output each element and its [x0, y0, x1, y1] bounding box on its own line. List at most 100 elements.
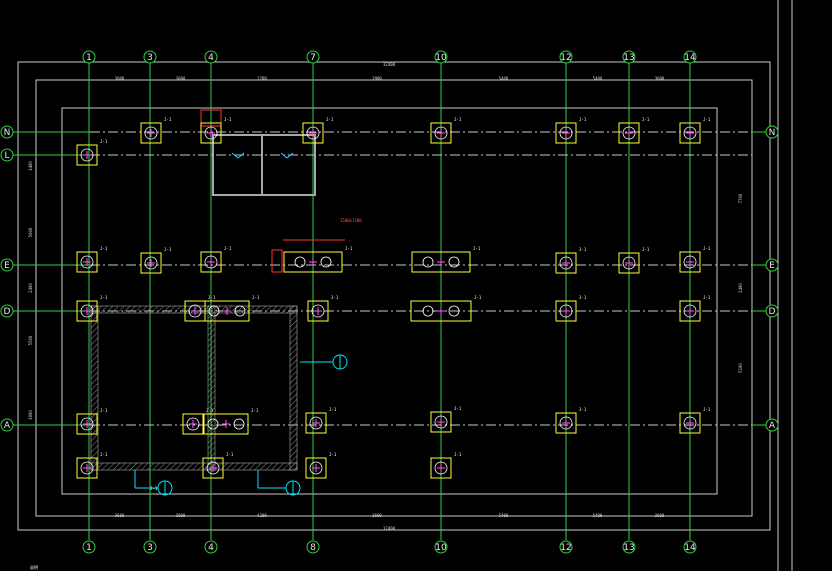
footing-tag: J-1 [100, 408, 108, 413]
footing[interactable]: J-1 [555, 295, 587, 322]
footing[interactable]: J-1 [410, 295, 482, 322]
grid-col-label-bottom: 1 [86, 543, 92, 553]
footing[interactable]: J-1 [140, 247, 172, 274]
left-dim: 3400 [28, 161, 33, 171]
footing-tag: J-1 [579, 247, 587, 252]
footing[interactable]: J-1 [202, 452, 234, 479]
footing-tag: J-1 [206, 408, 214, 413]
footing[interactable]: J-1 [679, 295, 711, 322]
footing[interactable]: J-1 [76, 452, 108, 479]
grid-bubble-top-14: 14 [683, 50, 697, 64]
footing[interactable]: J-1 [411, 246, 481, 273]
footing-tag: J-1 [331, 295, 339, 300]
grid-bubble-bottom-10: 10 [434, 540, 448, 554]
footing[interactable]: J-1 [679, 246, 711, 273]
grid-row-label: N [4, 128, 11, 138]
footing[interactable]: J-1 [430, 406, 462, 433]
footing[interactable]: J-1 [555, 247, 587, 274]
legend-note: 说明 [30, 564, 38, 570]
grid-bubble-bottom-12: 12 [559, 540, 573, 554]
grid-bubble-bottom-4: 4 [204, 540, 218, 554]
grid-bubble-left-A: A [0, 418, 14, 432]
grid-bubble-bottom-13: 13 [622, 540, 636, 554]
footing-tag: J-1 [252, 295, 260, 300]
grid-bubble-left-N: N [0, 125, 14, 139]
footing-tag: J-1 [345, 246, 353, 251]
footing[interactable]: J-1 [302, 117, 334, 144]
grid-bubble-right-N: N [765, 125, 779, 139]
grid-col-label-bottom: 4 [208, 543, 214, 553]
grid-row-label: A [4, 421, 11, 431]
footing[interactable]: J-1 [430, 117, 462, 144]
top-dim: 5400 [499, 76, 509, 81]
footing-tag: J-1 [703, 407, 711, 412]
footing[interactable]: J-1 [76, 139, 108, 166]
grid-bubble-top-12: 12 [559, 50, 573, 64]
footing-tag: J-1 [703, 295, 711, 300]
footing[interactable]: J-1 [618, 247, 650, 274]
grid-bubble-bottom-1: 1 [82, 540, 96, 554]
footing[interactable]: J-1 [555, 117, 587, 144]
footing[interactable]: J-1 [140, 117, 172, 144]
red-callout-2 [271, 249, 283, 273]
footing-tag-sample: J-1 [150, 486, 158, 491]
footing-tag: J-1 [251, 408, 259, 413]
inner-frame [61, 107, 718, 495]
grid-bubble-top-1: 1 [82, 50, 96, 64]
footing-tag: J-1 [224, 246, 232, 251]
grid-bubble-top-13: 13 [622, 50, 636, 64]
footing[interactable]: J-1 [679, 117, 711, 144]
footing-tag: J-1 [703, 246, 711, 251]
red-callout-1 [200, 109, 222, 127]
grid-col-label: 10 [435, 53, 447, 63]
footing-tag: J-1 [224, 117, 232, 122]
footing[interactable]: J-1 [430, 452, 462, 479]
right-dim: 5100 [738, 363, 743, 373]
footing[interactable]: J-1 [305, 452, 337, 479]
footing-tag: J-1 [100, 246, 108, 251]
footing-tag: J-1 [703, 117, 711, 122]
footing[interactable]: J-1 [307, 295, 339, 322]
footing-tag: J-1 [208, 295, 216, 300]
footing-tag: J-1 [100, 295, 108, 300]
footing-tag: J-1 [326, 117, 334, 122]
bottom-dim: 5400 [499, 513, 509, 518]
footing-tag: J-1 [329, 452, 337, 457]
grid-col-label: 1 [86, 53, 92, 63]
top-dim: 3900 [372, 76, 382, 81]
footing[interactable]: J-1 [76, 408, 108, 435]
top-dim: 2700 [257, 76, 267, 81]
bottom-dim: 3600 [372, 513, 382, 518]
top-overall-dim: 32400 [383, 62, 396, 67]
footing-tag: J-1 [474, 295, 482, 300]
grid-row-label: L [4, 151, 9, 161]
footing[interactable]: J-1 [305, 407, 337, 434]
grid-row-label-right: E [769, 261, 775, 271]
footing[interactable]: J-1 [200, 117, 232, 144]
footing[interactable]: J-1 [203, 408, 259, 435]
grid-bubble-bottom-14: 14 [683, 540, 697, 554]
grid-col-label: 12 [560, 53, 571, 63]
footing[interactable]: J-1 [76, 295, 108, 322]
footing[interactable]: J-1 [679, 407, 711, 434]
footing[interactable]: J-1 [555, 407, 587, 434]
basement-walls [90, 305, 298, 471]
footing-tag: J-1 [579, 407, 587, 412]
footing[interactable]: J-1 [200, 246, 232, 273]
right-dim: 7700 [738, 193, 743, 203]
right-dim: 2400 [738, 283, 743, 293]
footing-tag: J-1 [642, 247, 650, 252]
grid-row-label: E [4, 261, 10, 271]
footing[interactable]: J-1 [182, 408, 214, 435]
footing[interactable]: J-1 [618, 117, 650, 144]
grid-col-label: 7 [310, 53, 316, 63]
left-dim: 2400 [28, 283, 33, 293]
callout-text: 1500x1500 [340, 218, 362, 223]
left-dim: 5000 [28, 227, 33, 237]
footing[interactable]: J-1 [204, 295, 260, 322]
footing[interactable]: J-1 [76, 246, 108, 273]
footing[interactable]: J-1 [283, 246, 353, 273]
middle-frame [35, 79, 753, 517]
